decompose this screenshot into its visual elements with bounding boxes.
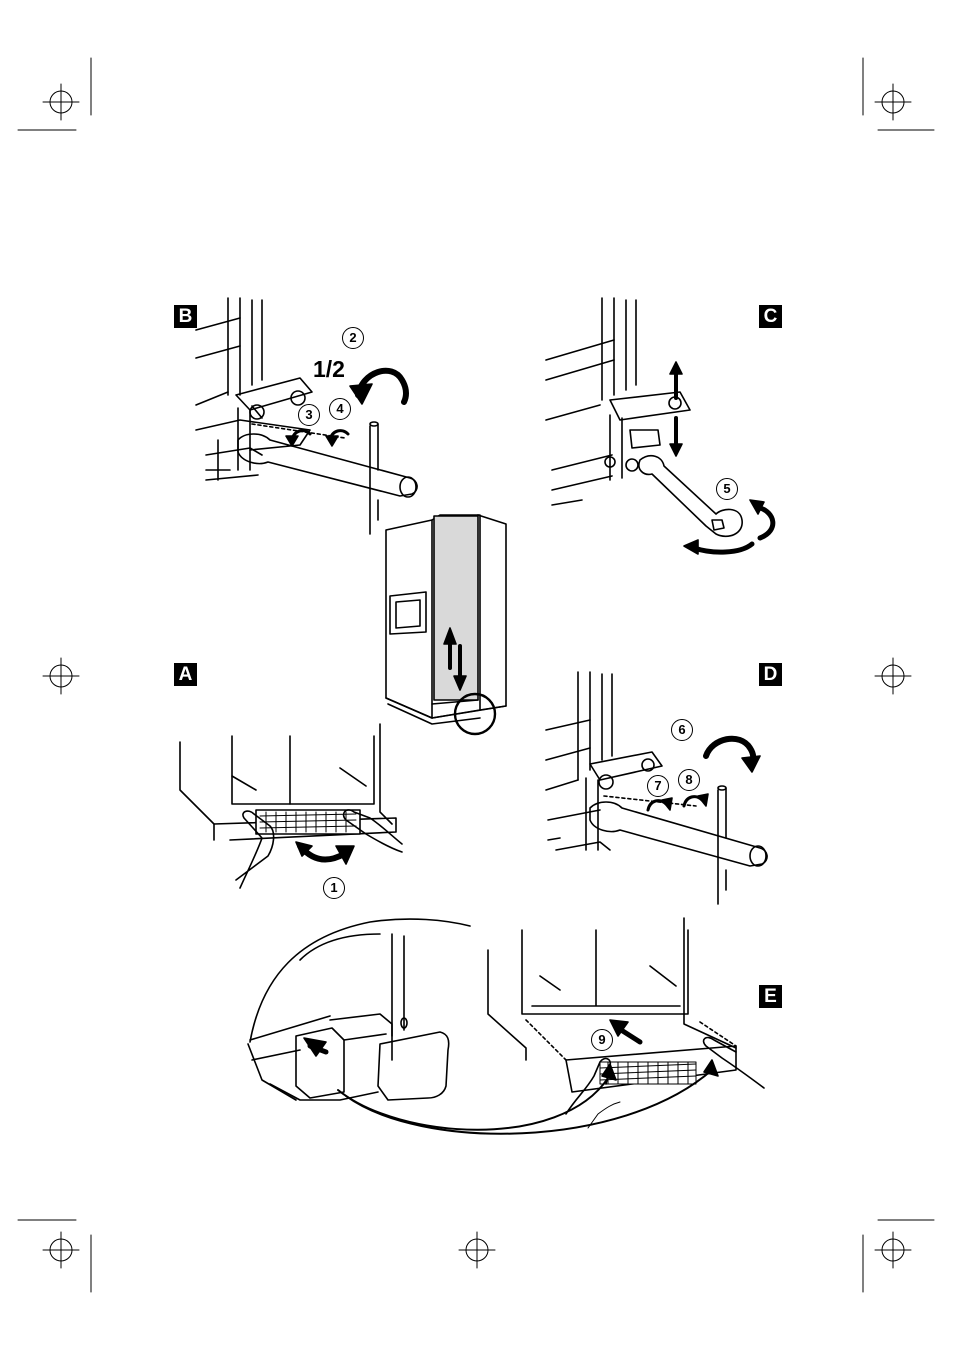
step-2-marker: 2: [342, 327, 364, 349]
panel-c-drawing: [546, 298, 773, 554]
step-9-marker: 9: [591, 1029, 613, 1051]
panel-tag-b: B: [174, 305, 197, 328]
panel-a-drawing: [180, 724, 402, 888]
step-6-marker: 6: [671, 719, 693, 741]
panel-tag-d: D: [759, 663, 782, 686]
step-8-marker: 8: [678, 769, 700, 791]
registration-mark-icon: [43, 1232, 79, 1268]
registration-mark-icon: [43, 658, 79, 694]
registration-mark-icon: [875, 1232, 911, 1268]
fridge-drawing: [386, 515, 506, 734]
step-5-marker: 5: [716, 478, 738, 500]
panel-tag-c: C: [759, 305, 782, 328]
registration-mark-icon: [875, 658, 911, 694]
step-1-marker: 1: [323, 877, 345, 899]
step-3-marker: 3: [298, 404, 320, 426]
panel-tag-a: A: [174, 663, 197, 686]
registration-mark-icon: [875, 84, 911, 120]
step-7-marker: 7: [647, 775, 669, 797]
registration-mark-icon: [459, 1232, 495, 1268]
panel-e-drawing: [248, 918, 764, 1134]
half-turn-label: 1/2: [313, 356, 345, 383]
step-4-marker: 4: [329, 398, 351, 420]
panel-tag-e: E: [759, 985, 782, 1008]
registration-mark-icon: [43, 84, 79, 120]
